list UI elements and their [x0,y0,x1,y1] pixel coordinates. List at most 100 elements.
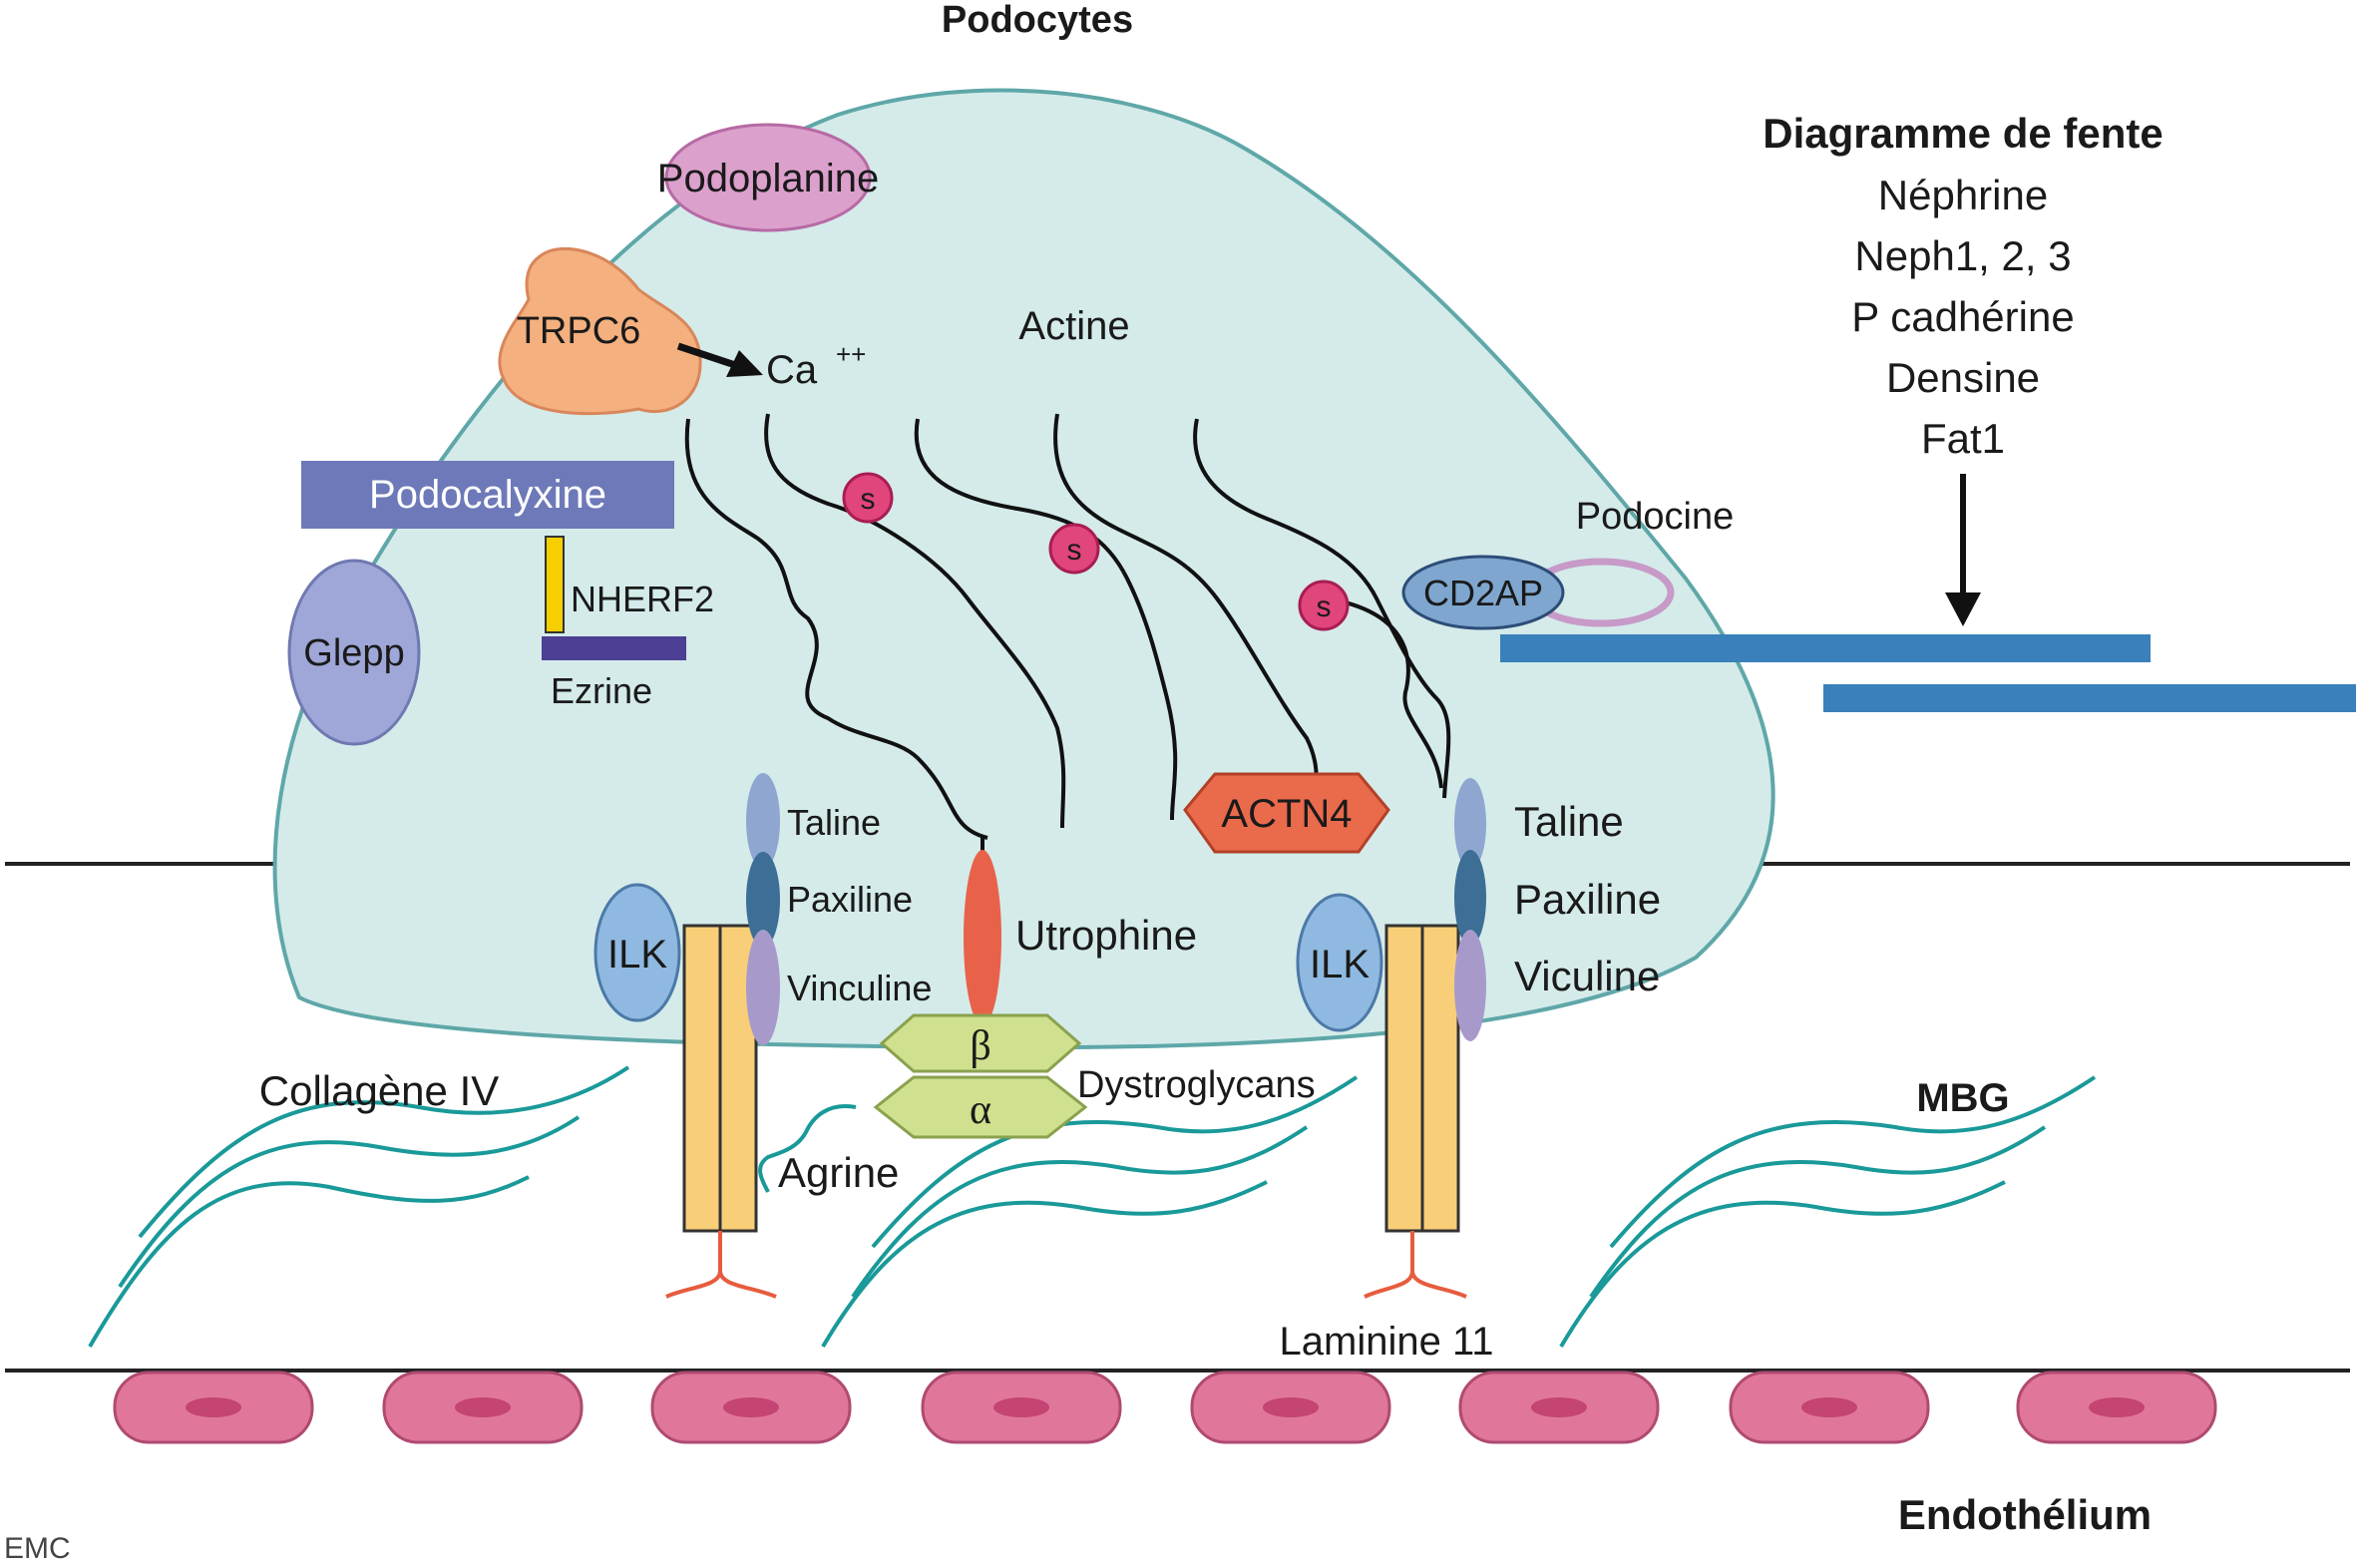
actn4-label: ACTN4 [1221,792,1352,836]
slit-diaphragm-bar-2 [1823,684,2356,712]
trpc6-shape [498,246,702,416]
viculine-right-shape [1454,930,1486,1041]
ca-superscript: ++ [836,339,866,369]
taline-right-label: Taline [1514,798,1624,845]
podocalyxine-bar [301,461,674,529]
slit-diaphragm-item-3: P cadhérine [1851,293,2074,340]
slit-diaphragm-heading: Diagramme de fente [1763,110,2162,157]
endothelial-nucleus-3 [723,1397,779,1417]
integrin-left-alpha [682,924,722,1233]
podoplanine-shape [664,123,872,232]
collagen-group-2-a [821,1180,1268,1349]
collagen-fibers [88,1065,2097,1349]
mbg-label: MBG [1916,1076,2009,1120]
ca-label: Ca [766,348,818,392]
vinculine-left-shape [746,930,780,1045]
emc-watermark: EMC [4,1532,71,1565]
trpc6-arrow-line [676,342,740,370]
collagen-group-2-c [871,1075,1359,1249]
s-spot-1 [842,472,894,524]
ilk-right-label: ILK [1310,943,1370,986]
podocalyxine-label: Podocalyxine [369,473,606,517]
integrin-left-foot [665,1231,777,1299]
s-spot-1-label: s [861,483,876,516]
collagen-group-1-c [138,1065,630,1239]
integrin-right-beta [1420,924,1460,1233]
slit-diaphragm-bar-1 [1500,634,2151,662]
collagene-label: Collagène IV [259,1067,500,1114]
podoplanine-label: Podoplanine [657,157,879,200]
nherf2-label: NHERF2 [571,579,714,619]
ezrine-label: Ezrine [551,670,652,711]
actin-filament-4 [1053,413,1319,789]
endothelial-cells [113,1371,2217,1444]
slit-diaphragm-item-1: Néphrine [1878,172,2048,218]
utrophine-shape [964,850,1001,1025]
dystroglycan-beta-shape [879,1013,1082,1073]
dystroglycan-alpha-shape [873,1075,1088,1139]
dystroglycan-beta-label: β [970,1023,990,1069]
taline-left-label: Taline [787,802,881,843]
slit-diaphragm-item-2: Neph1, 2, 3 [1854,232,2071,279]
actin-filament-1 [684,418,988,840]
collagen-group-3-a [1559,1180,2006,1349]
endothelial-nucleus-7 [1801,1397,1857,1417]
glepp-label: Glepp [303,632,404,674]
paxiline-left-shape [746,852,780,948]
laminine-label: Laminine 11 [1280,1320,1494,1364]
actin-filament-3 [914,418,1178,821]
actin-filament-6 [1326,596,1443,789]
viculine-right-label: Viculine [1514,953,1660,999]
endothelial-nucleus-5 [1263,1397,1319,1417]
collagen-group-3-c [1609,1075,2097,1249]
integrin-right-foot [1364,1231,1467,1299]
trpc6-label: TRPC6 [517,310,641,352]
s-spot-3 [1298,580,1350,631]
paxiline-left-label: Paxiline [787,879,913,920]
endothelial-nucleus-1 [186,1397,241,1417]
endothelium-label: Endothélium [1898,1491,2152,1538]
collagen-group-1-a [88,1175,530,1349]
s-spot-2-label: s [1067,534,1082,567]
actn4-shape [1183,772,1390,854]
slit-diaphragm-item-4: Densine [1886,354,2040,401]
trpc6-arrow-head [726,350,763,377]
collagen-group-2-b [851,1125,1309,1299]
cd2ap-label: CD2AP [1423,573,1543,613]
slit-diaphragm-arrow-head [1945,592,1981,626]
synaptopodin-spots: s s s [842,472,1350,631]
podocine-label: Podocine [1576,496,1734,538]
taline-left-shape [746,773,780,869]
paxiline-right-shape [1454,850,1486,946]
collagen-group-3-b [1589,1125,2047,1299]
ezrine-bar [542,636,686,660]
endothelial-nucleus-6 [1531,1397,1587,1417]
slit-diaphragm-item-5: Fat1 [1921,415,2005,462]
vinculine-left-label: Vinculine [787,968,932,1008]
cd2ap-shape [1401,555,1565,630]
actine-label: Actine [1018,304,1129,348]
endothelial-nucleus-4 [993,1397,1049,1417]
agrine-label: Agrine [778,1149,899,1196]
ilk-left-label: ILK [607,933,667,977]
ilk-left-shape [593,883,681,1022]
actin-filament-5 [1193,418,1451,799]
ilk-right-shape [1296,893,1383,1032]
s-spot-3-label: s [1317,590,1332,623]
utrophine-label: Utrophine [1015,912,1197,959]
agrine-strand [758,1104,857,1193]
dystroglycans-label: Dystroglycans [1077,1064,1316,1106]
actin-filament-2 [764,413,1066,829]
dystroglycan-alpha-label: α [970,1087,991,1133]
s-spot-2 [1048,523,1100,575]
paxiline-right-label: Paxiline [1514,876,1661,923]
collagen-group-1-b [118,1115,581,1289]
integrin-right-alpha [1384,924,1424,1233]
endothelial-nucleus-8 [2089,1397,2145,1417]
endothelial-nucleus-2 [455,1397,511,1417]
taline-right-shape [1454,778,1486,870]
title-podocytes: Podocytes [942,0,1133,41]
glepp-shape [287,559,421,746]
nherf2-bar [545,536,565,633]
